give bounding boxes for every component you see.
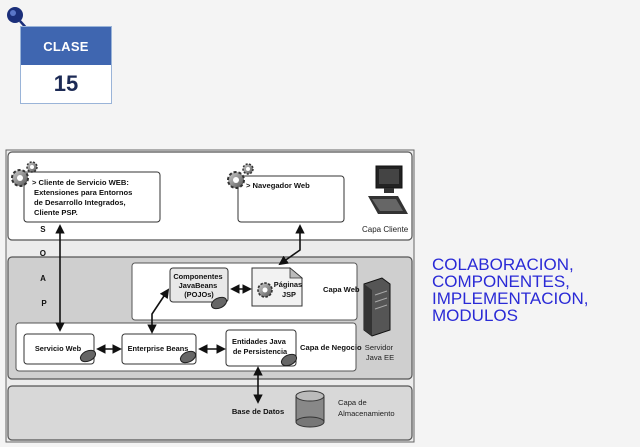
- web-service-box: [23, 333, 95, 365]
- web-browser-box: [237, 175, 345, 223]
- svg-text:Entidades Java de Persiste: Entidades Java de Persistencia: [232, 337, 288, 356]
- jpa-line-1: Entidades Java: [232, 337, 287, 346]
- enterprise-beans-box: [121, 333, 197, 365]
- jsp-line-2: JSP: [282, 290, 296, 299]
- topic-line-4: MODULOS: [432, 306, 518, 325]
- soap-letter-s: S: [40, 225, 46, 234]
- topic-line-3: IMPLEMENTACION,: [432, 289, 589, 308]
- gear-icon: [227, 163, 254, 189]
- javabeans-line-1: Componentes: [173, 272, 222, 281]
- connector-icon: [179, 350, 197, 364]
- jpa-entities-box: [225, 329, 297, 367]
- clase-number: 15: [53, 71, 79, 96]
- client-layer-label: Capa Cliente: [362, 225, 409, 234]
- beans-javabeans-arrow: [147, 288, 170, 334]
- business-layer-label: Capa de Negocio: [300, 343, 362, 352]
- jpa-line-2: de Persistencia: [233, 347, 288, 356]
- gear-icon: [11, 161, 38, 187]
- soap-letter-o: O: [40, 249, 46, 258]
- clase-card: CLASE 15: [20, 26, 112, 104]
- wsc-line-3: de Desarrollo Integrados,: [34, 198, 126, 207]
- svg-text:Componentes JavaBeans: Componentes JavaBeans (POJOs): [173, 272, 224, 299]
- enterprise-beans-label: Enterprise Beans: [128, 344, 189, 353]
- soap-letter-a: A: [40, 274, 46, 283]
- server-line-1: Servidor: [365, 343, 394, 352]
- javabeans-box: [169, 267, 229, 303]
- wsc-line-1: > Cliente de Servicio WEB:: [32, 178, 129, 187]
- soap-letter-p: P: [41, 299, 47, 308]
- connector-icon: [210, 296, 228, 310]
- topic-caption: COLABORACION, COMPONENTES, IMPLEMENTACIO…: [432, 256, 638, 324]
- storage-label-1: Capa de: [338, 398, 367, 407]
- connector-icon: [280, 353, 298, 367]
- jsp-page-icon: [251, 267, 304, 307]
- connector-icon: [79, 349, 97, 363]
- web-browser-label: > Navegador Web: [246, 181, 310, 190]
- javabeans-line-3: (POJOs): [184, 290, 214, 299]
- topic-line-2: COMPONENTES,: [432, 272, 570, 291]
- svg-text:S O A P: S O A P: [40, 225, 48, 308]
- browser-jsp-arrow: [278, 224, 305, 266]
- server-icon: [363, 277, 391, 337]
- database-icon: [295, 390, 325, 428]
- jsp-line-1: Páginas: [274, 280, 302, 289]
- web-service-label: Servicio Web: [35, 344, 82, 353]
- storage-label-2: Almacenamiento: [338, 409, 395, 418]
- wsc-line-4: Cliente PSP.: [34, 208, 78, 217]
- svg-text:> Cliente de Servicio WEB:: > Cliente de Servicio WEB: Extensiones p…: [32, 178, 134, 217]
- web-service-client-box: [23, 171, 161, 223]
- computer-icon: [368, 165, 408, 214]
- svg-text:Capa de Almacenamiento: Capa de Almacenamiento: [338, 398, 395, 418]
- web-layer-label: Capa Web: [323, 285, 360, 294]
- svg-text:Páginas JSP: Páginas JSP: [274, 280, 304, 299]
- clase-label: CLASE: [21, 27, 111, 65]
- svg-text:Servidor Java EE: Servidor Java EE: [365, 343, 395, 362]
- database-label: Base de Datos: [232, 407, 284, 416]
- wsc-line-2: Extensiones para Entornos: [34, 188, 132, 197]
- javabeans-line-2: JavaBeans: [179, 281, 218, 290]
- topic-line-1: COLABORACION,: [432, 255, 574, 274]
- server-line-2: Java EE: [366, 353, 394, 362]
